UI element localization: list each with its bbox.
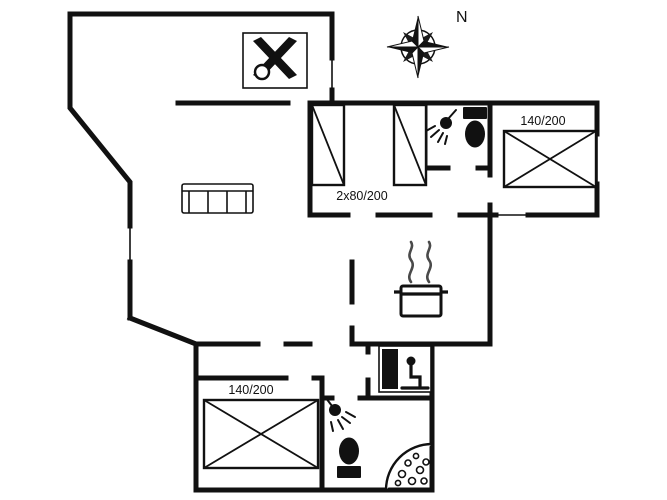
equipment-room-icon <box>242 32 308 89</box>
sofa-icon <box>181 183 254 214</box>
shower-icon-wing <box>325 397 356 432</box>
steam-icon <box>408 240 414 284</box>
bedroom-wing-label: 140/200 <box>228 383 273 397</box>
window-lines <box>129 58 598 262</box>
bed-single-right-icon <box>392 103 428 187</box>
cooking-pot-icon <box>394 240 448 318</box>
shower-icon-top <box>425 109 457 145</box>
bed-single-left-icon <box>310 103 346 187</box>
corner-spa-icon <box>384 442 433 491</box>
toilet-icon-top <box>463 107 487 148</box>
outer-walls <box>67 11 600 493</box>
toilet-icon-wing <box>337 437 361 478</box>
bed-double-right-icon <box>502 129 598 189</box>
sauna-icon <box>378 345 432 393</box>
bed-double-wing-icon <box>202 398 320 470</box>
bedroom-right-label: 140/200 <box>520 114 565 128</box>
north-label: N <box>456 9 468 26</box>
compass-rose-icon <box>386 15 450 79</box>
steam-icon-2 <box>426 240 432 284</box>
bedroom-middle-label: 2x80/200 <box>336 189 387 203</box>
